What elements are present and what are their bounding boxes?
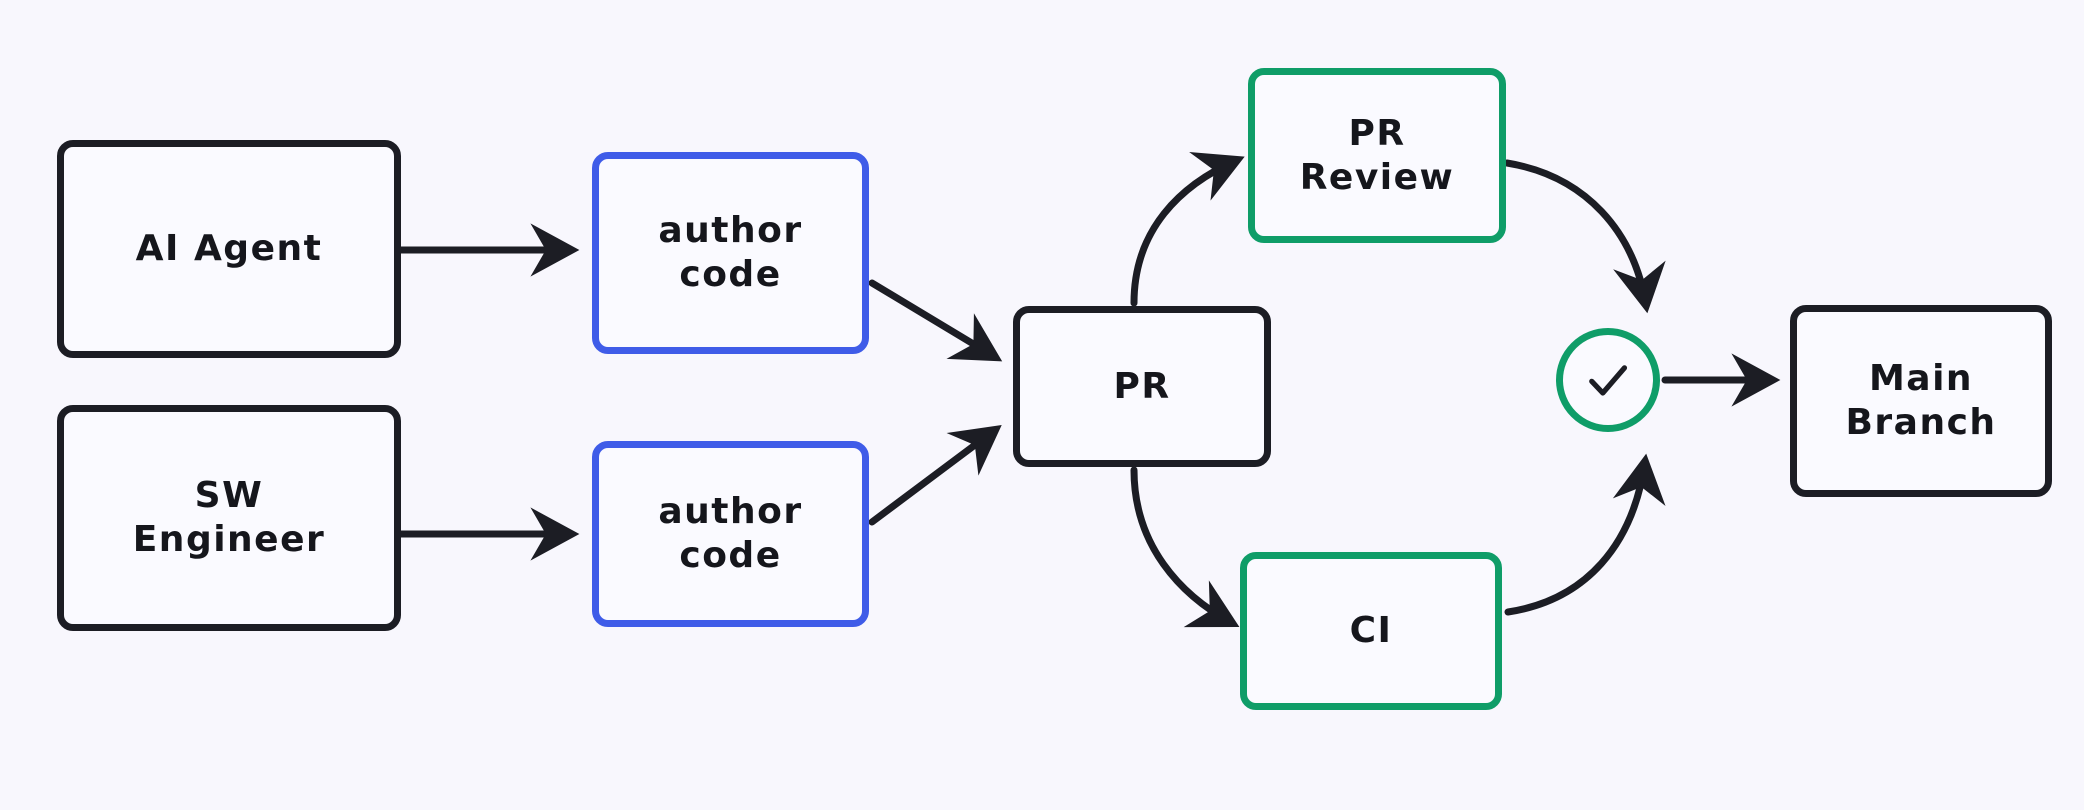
edge-author-code-1-to-pr [868, 279, 1003, 362]
node-author-code-agent-label: author code [658, 210, 803, 295]
edge-pr-to-ci [1130, 151, 1245, 307]
node-ai-agent-label: AI Agent [135, 228, 323, 270]
node-sw-engineer[interactable]: SW Engineer [57, 405, 401, 631]
node-main-branch[interactable]: Main Branch [1790, 305, 2052, 497]
node-ci-label: CI [1349, 610, 1393, 652]
node-pr-review-label: PR Review [1299, 112, 1455, 198]
node-pr-label: PR [1113, 365, 1171, 407]
edge-ci-to-check [1504, 453, 1666, 616]
node-author-code-engineer[interactable]: author code [592, 441, 869, 627]
node-pr-review[interactable]: PR Review [1248, 68, 1506, 243]
node-pr[interactable]: PR [1013, 306, 1271, 467]
node-author-code-engineer-label: author code [658, 491, 803, 576]
node-sw-engineer-label: SW Engineer [132, 475, 326, 560]
node-ci[interactable]: CI [1240, 552, 1502, 710]
edge-pr-to-pr-review [1130, 466, 1240, 628]
edge-author-code-2-to-pr [868, 424, 1002, 526]
node-check-circle[interactable] [1556, 328, 1660, 432]
node-ai-agent[interactable]: AI Agent [57, 140, 401, 358]
node-author-code-agent[interactable]: author code [592, 152, 869, 354]
node-main-branch-label: Main Branch [1845, 358, 1997, 443]
check-icon [1589, 365, 1628, 396]
edge-pr-review-to-check [1503, 159, 1666, 314]
